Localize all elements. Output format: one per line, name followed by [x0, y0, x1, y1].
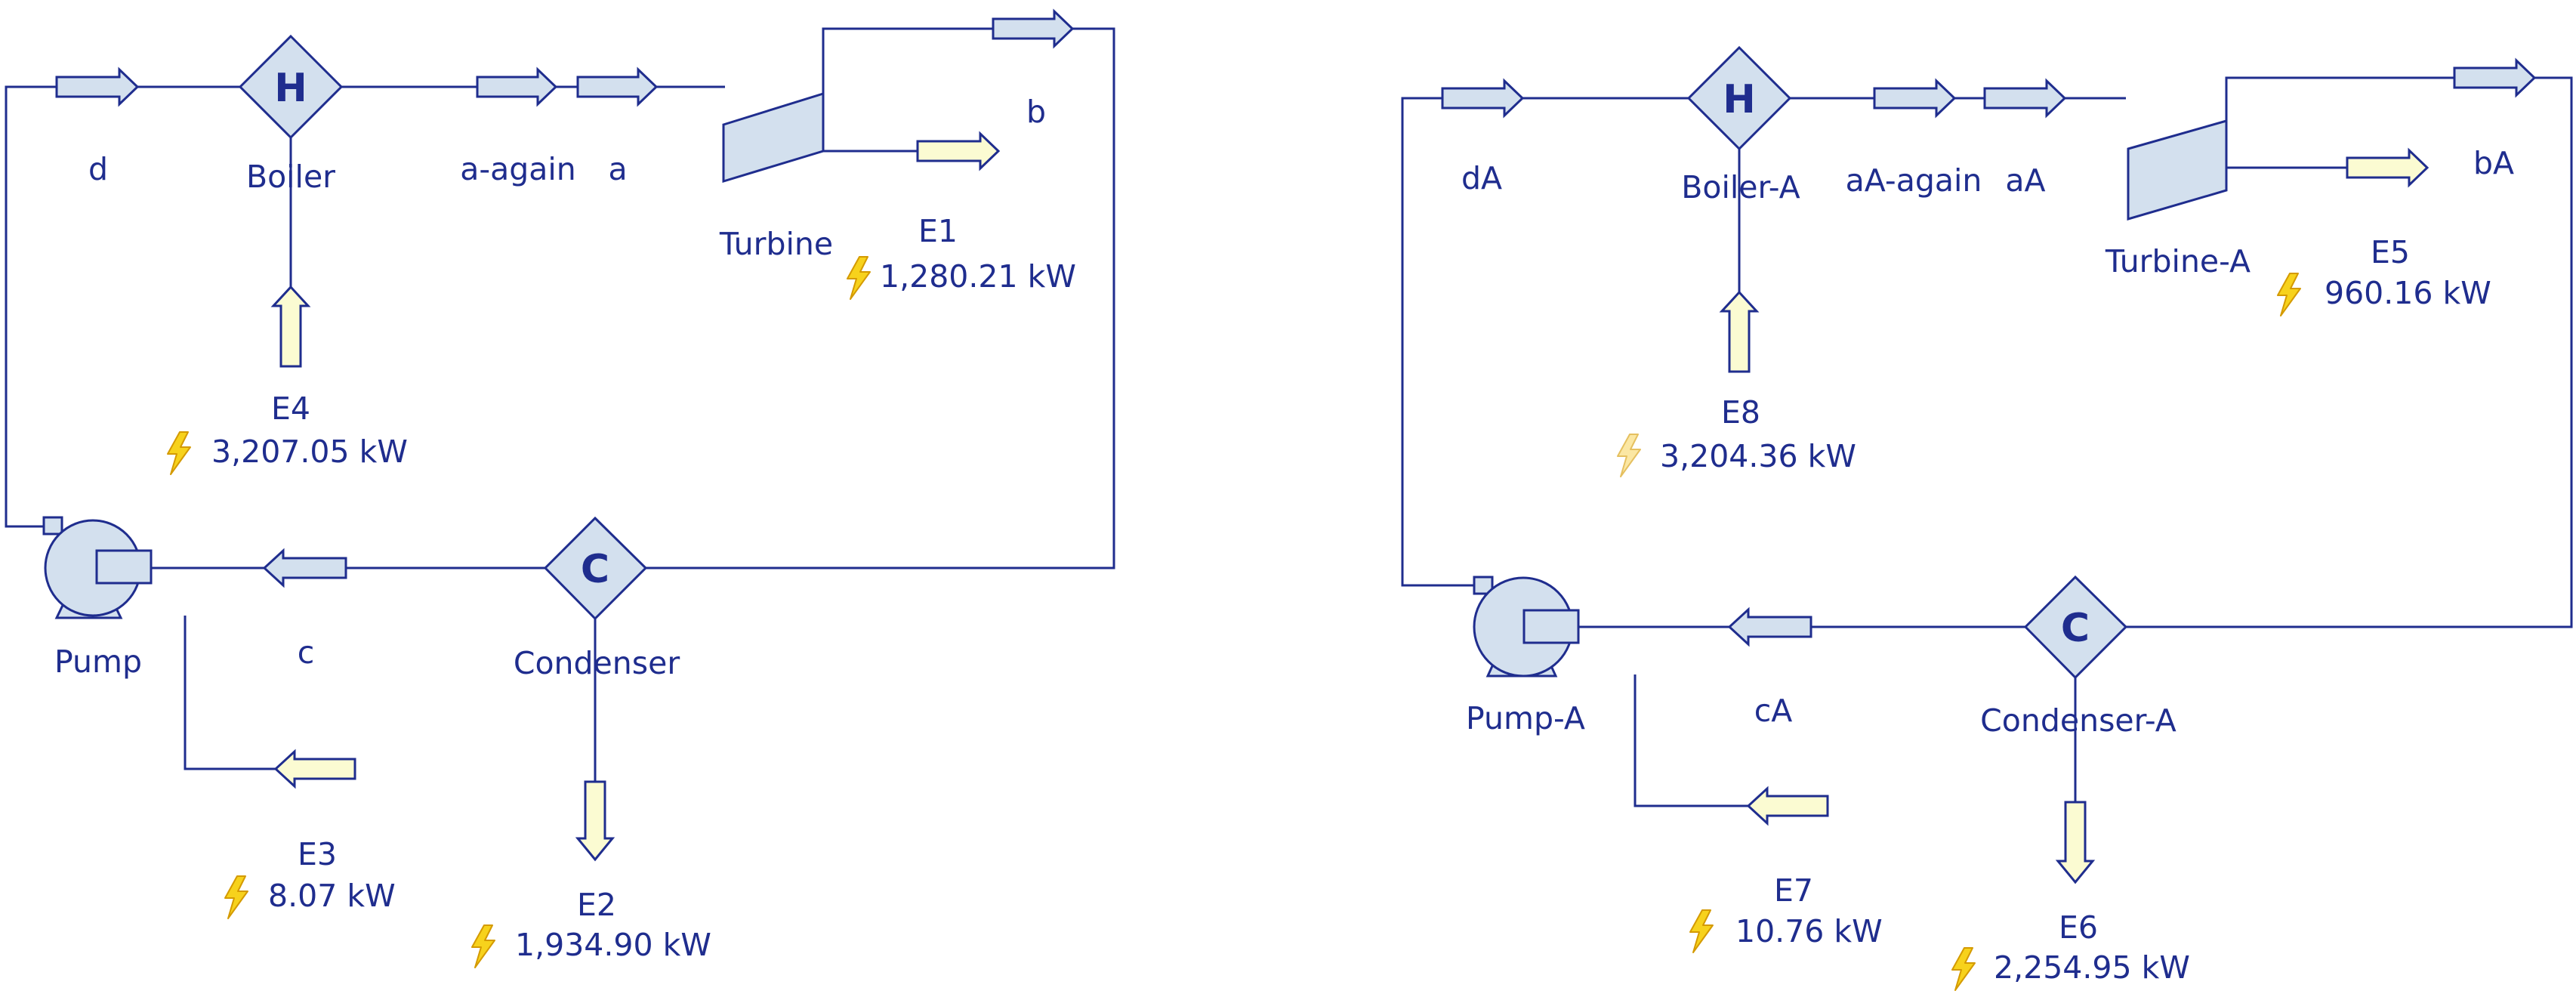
- energy-arrow-e6: [2055, 801, 2096, 884]
- energy-name-e1: E1: [918, 213, 958, 249]
- lightning-bolt-icon: [1689, 909, 1714, 953]
- condenser-a-shape: [2023, 575, 2128, 680]
- stream-arrow-a: [576, 66, 659, 107]
- energy-value-e4: 3,207.05 kW: [211, 434, 408, 470]
- energy-arrow-e8: [1719, 290, 1760, 373]
- pipe-turbine-exhaust: [646, 27, 1115, 569]
- stream-label-d: d: [88, 151, 108, 187]
- energy-arrow-e4: [270, 285, 311, 368]
- condenser-a-symbol: C: [2061, 606, 2090, 651]
- energy-name-e8: E8: [1721, 394, 1760, 431]
- condenser-shape: [543, 516, 648, 621]
- pipe-pump-work: [184, 616, 276, 770]
- pump-label: Pump: [54, 644, 142, 680]
- lightning-bolt-icon: [2277, 273, 2301, 316]
- pump-a-outlet: [1473, 576, 1494, 595]
- stream-arrow-b: [992, 8, 1075, 49]
- turbine-a-shape: [2127, 119, 2228, 221]
- boiler-a-symbol: H: [1723, 77, 1756, 122]
- energy-arrow-e5: [2346, 147, 2429, 188]
- lightning-bolt-icon: [224, 875, 248, 919]
- stream-arrow-d: [55, 66, 140, 107]
- cycle-1: H C d Boiler a-again a b Turbine E1 1,28…: [5, 8, 1115, 968]
- energy-name-e6: E6: [2059, 909, 2098, 946]
- energy-value-e6: 2,254.95 kW: [1994, 949, 2190, 986]
- stream-label-ca: cA: [1754, 693, 1793, 729]
- stream-arrow-c: [262, 548, 347, 588]
- stream-arrow-ba: [2453, 57, 2537, 98]
- boiler-label: Boiler: [246, 159, 335, 195]
- energy-arrow-e1: [916, 131, 1001, 171]
- energy-name-e4: E4: [271, 390, 310, 427]
- pump-a-inlet: [1522, 609, 1580, 644]
- boiler-a-label: Boiler-A: [1681, 169, 1800, 205]
- stream-label-da: dA: [1461, 160, 1502, 196]
- boiler-unit[interactable]: H: [238, 34, 344, 140]
- condenser-label: Condenser: [514, 645, 680, 681]
- pump-a-label: Pump-A: [1466, 700, 1585, 736]
- turbine-unit[interactable]: [722, 91, 825, 184]
- energy-name-e5: E5: [2371, 234, 2410, 270]
- energy-value-e7: 10.76 kW: [1735, 913, 1883, 949]
- stream-label-b: b: [1026, 94, 1046, 130]
- pipe-pump-a-to-boiler-a: [1401, 97, 1690, 587]
- lightning-bolt-icon: [1951, 947, 1976, 991]
- condenser-symbol: C: [581, 547, 609, 592]
- energy-name-e2: E2: [577, 887, 616, 923]
- condenser-unit[interactable]: C: [543, 516, 648, 621]
- cycle-2: H C dA Boiler-A aA-again aA bA Turbine-A…: [1401, 45, 2573, 991]
- pump-inlet: [95, 549, 153, 585]
- energy-name-e7: E7: [1774, 872, 1813, 909]
- pump-outlet: [42, 516, 63, 536]
- energy-arrow-e7: [1746, 786, 1829, 826]
- stream-arrow-da: [1441, 78, 1525, 119]
- lightning-bolt-icon: [847, 256, 871, 300]
- condenser-a-unit[interactable]: C: [2023, 575, 2128, 680]
- boiler-a-shape: [1686, 45, 1792, 151]
- turbine-shape: [722, 91, 825, 184]
- stream-arrow-aa-again: [1873, 78, 1957, 119]
- energy-name-e3: E3: [298, 836, 337, 872]
- stream-arrow-a-again: [476, 66, 558, 107]
- boiler-symbol: H: [274, 66, 307, 111]
- pipe-turbine-a-exhaust: [2126, 76, 2573, 628]
- energy-value-e1: 1,280.21 kW: [880, 258, 1076, 295]
- turbine-a-unit[interactable]: [2127, 119, 2228, 221]
- condenser-a-label: Condenser-A: [1980, 702, 2176, 739]
- stream-arrow-ca: [1727, 607, 1812, 647]
- energy-value-e5: 960.16 kW: [2325, 275, 2491, 311]
- lightning-bolt-icon: [167, 431, 191, 475]
- energy-value-e3: 8.07 kW: [268, 878, 396, 914]
- lightning-bolt-icon: [1617, 434, 1641, 477]
- energy-value-e8: 3,204.36 kW: [1660, 438, 1856, 474]
- boiler-a-unit[interactable]: H: [1686, 45, 1792, 151]
- pipe-pump-a-work: [1634, 674, 1751, 807]
- energy-value-e2: 1,934.90 kW: [515, 927, 711, 963]
- stream-label-a-again: a-again: [460, 151, 576, 187]
- stream-label-ba: bA: [2473, 145, 2514, 181]
- lightning-bolt-icon: [471, 924, 495, 968]
- pump-unit[interactable]: [42, 516, 153, 619]
- stream-label-a: a: [608, 151, 627, 187]
- boiler-shape: [238, 34, 344, 140]
- turbine-label: Turbine: [719, 226, 833, 262]
- turbine-a-label: Turbine-A: [2105, 243, 2251, 279]
- pipe-pump-to-boiler: [5, 85, 242, 528]
- pump-a-unit[interactable]: [1473, 576, 1580, 678]
- stream-label-c: c: [298, 634, 315, 671]
- stream-label-aa: aA: [2005, 162, 2045, 199]
- stream-arrow-aa: [1983, 78, 2067, 119]
- stream-label-aa-again: aA-again: [1846, 162, 1982, 199]
- energy-arrow-e3: [273, 749, 356, 789]
- energy-arrow-e2: [575, 780, 615, 862]
